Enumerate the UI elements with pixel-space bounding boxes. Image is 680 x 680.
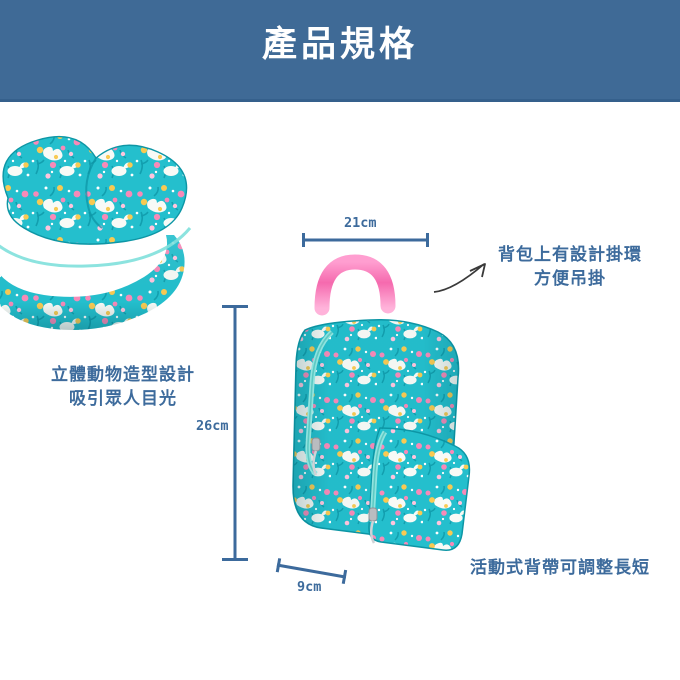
dimension-cap-bottom [222, 558, 248, 561]
dimension-label-width: 21cm [344, 215, 377, 231]
heart-case-illustration [0, 135, 192, 330]
backpack-main-zipper-teeth [307, 331, 333, 475]
dimension-cap-right [341, 569, 348, 585]
dimension-rule-height [222, 305, 248, 561]
dimension-label-height: 26cm [196, 418, 229, 434]
backpack-illustration [292, 254, 471, 551]
backpack-product-image [285, 250, 485, 562]
case-lid [2, 135, 188, 245]
backpack-pocket-zipper-pull [368, 507, 378, 544]
hook-feature-caption: 背包上有設計掛環 方便吊掛 [498, 245, 642, 288]
dimension-bar [276, 563, 347, 579]
backpack-main-zipper-pull [311, 437, 321, 476]
dimension-cap-top [222, 305, 248, 308]
backpack-pocket-zipper-teeth [371, 431, 386, 523]
backpack-front-pocket [368, 427, 471, 551]
dimension-cap-left [302, 233, 305, 247]
strap-feature-caption: 活動式背帶可調整長短 [470, 558, 650, 577]
dimension-cap-right [426, 233, 429, 247]
header-banner [0, 0, 680, 99]
dimension-label-depth: 9cm [297, 579, 322, 595]
callout-arrow-icon [432, 252, 494, 296]
dimension-bar [233, 305, 237, 561]
case-lid-seam [85, 157, 103, 229]
heart-case-product-image [0, 128, 228, 353]
header-underline [0, 99, 680, 102]
case-zipper [0, 227, 192, 268]
case-side-shade [0, 235, 185, 330]
page-title: 產品規格 [261, 25, 418, 64]
backpack-handle [314, 254, 396, 316]
dimension-bar [302, 238, 429, 242]
left-product-caption: 立體動物造型設計 吸引眾人目光 [51, 365, 195, 408]
dimension-rule-width [302, 233, 429, 247]
